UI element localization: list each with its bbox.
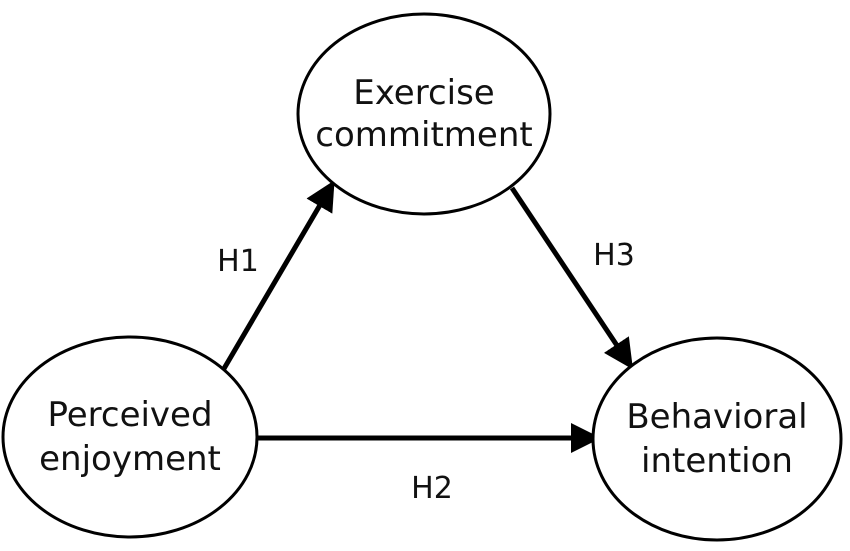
edge-h1: H1 [217,180,335,374]
arrow-h3 [509,186,633,370]
node-label-perceived-enjoyment-line1: Perceived [47,395,212,435]
node-label-perceived-enjoyment-line2: enjoyment [39,439,221,479]
node-exercise-commitment: Exercise commitment [296,12,552,216]
edge-label-h1: H1 [217,244,259,279]
node-label-behavioral-intention-line2: intention [641,441,793,481]
node-label-exercise-commitment-line2: commitment [315,115,532,155]
arrow-h1 [219,180,335,374]
node-perceived-enjoyment: Perceived enjoyment [1,335,259,539]
edge-label-h2: H2 [411,471,453,506]
node-shape-behavioral-intention [591,336,843,542]
node-shape-perceived-enjoyment [1,335,259,539]
node-label-exercise-commitment-line1: Exercise [353,73,494,113]
node-shape-exercise-commitment [296,12,552,216]
node-behavioral-intention: Behavioral intention [591,336,843,542]
node-label-behavioral-intention-line1: Behavioral [626,397,807,437]
edge-h2: H2 [258,423,602,506]
edge-h3: H3 [509,186,635,370]
edge-label-h3: H3 [593,238,635,273]
